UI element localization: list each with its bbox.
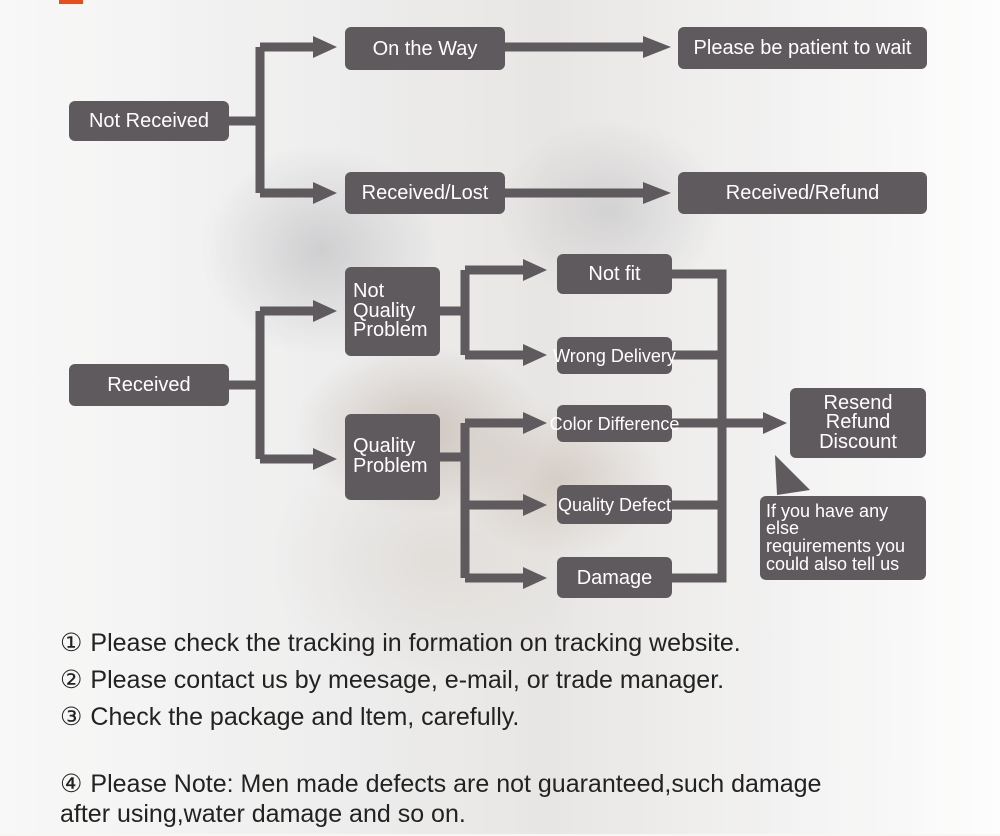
node-quality-defect: Quality Defect	[557, 485, 672, 524]
arrow-to-damage	[523, 567, 547, 589]
note-text-1: Please check the tracking in formation o…	[90, 629, 741, 657]
arrow-to-not-fit	[523, 259, 547, 281]
arrow-to-resolution	[763, 412, 787, 434]
callout-tail	[775, 455, 810, 495]
note-text-2: Please contact us by meesage, e-mail, or…	[90, 666, 725, 694]
arrow-to-on-the-way	[313, 36, 337, 58]
note-number-1: ①	[60, 629, 83, 657]
node-damage: Damage	[557, 557, 672, 598]
node-not-fit: Not fit	[557, 254, 672, 294]
node-received: Received	[69, 364, 229, 406]
arrow-to-quality-problem	[313, 448, 337, 470]
arrow-to-received-lost	[313, 182, 337, 204]
callout-extra-requirements: If you have any else requirements you co…	[760, 496, 926, 580]
top-accent-mark	[59, 0, 83, 4]
node-not-received: Not Received	[69, 101, 229, 141]
note-number-2: ②	[60, 666, 83, 694]
arrow-to-quality-defect	[523, 494, 547, 516]
arrow-to-wrong-delivery	[523, 344, 547, 366]
arrow-to-received-refund	[643, 182, 671, 204]
node-received-refund: Received/Refund	[678, 172, 927, 214]
arrow-to-color-difference	[523, 412, 547, 434]
note-text-4: Please Note: Men made defects are not gu…	[60, 770, 822, 828]
node-received-lost: Received/Lost	[345, 172, 505, 214]
arrow-to-wait	[643, 36, 671, 58]
arrow-to-not-quality-problem	[313, 300, 337, 322]
note-number-4: ④	[60, 770, 83, 798]
node-color-difference: Color Difference	[550, 405, 679, 442]
node-wrong-delivery: Wrong Delivery	[553, 337, 676, 374]
note-text-3: Check the package and ltem, carefully.	[90, 703, 520, 731]
node-resolution: Resend Refund Discount	[790, 388, 926, 458]
note-number-3: ③	[60, 703, 83, 731]
node-on-the-way: On the Way	[345, 27, 505, 70]
node-quality-problem: Quality Problem	[345, 414, 440, 500]
node-not-quality-problem: Not Quality Problem	[345, 267, 440, 356]
node-please-be-patient: Please be patient to wait	[678, 27, 927, 69]
